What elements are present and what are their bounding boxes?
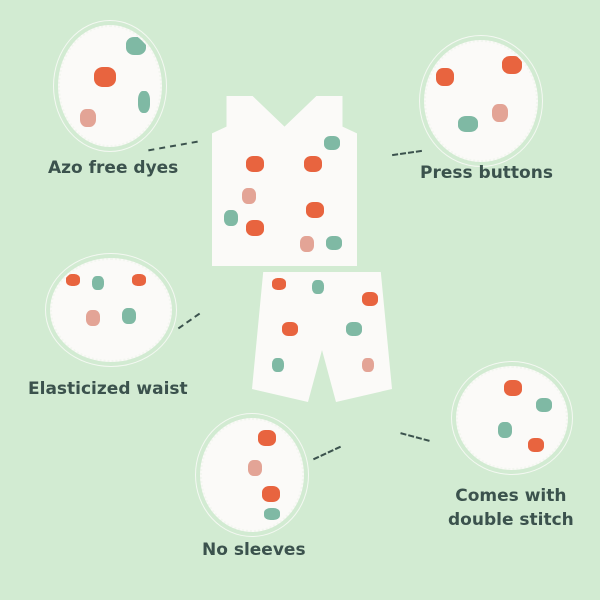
bear-motif <box>138 91 150 113</box>
hedgehog-motif <box>536 398 552 412</box>
fox-motif <box>272 278 286 290</box>
hedgehog-motif <box>326 236 342 250</box>
fox-motif <box>66 274 80 286</box>
hedgehog-motif <box>264 508 280 520</box>
bear-motif <box>272 358 284 372</box>
vest-product-image <box>212 96 357 266</box>
bear-motif <box>92 276 104 290</box>
owl-motif <box>242 188 256 204</box>
fox-motif <box>282 322 298 336</box>
fox-motif <box>362 292 378 306</box>
feature-label-stitch: Comes with double stitch <box>448 486 574 530</box>
fox-motif <box>94 67 116 87</box>
bear-motif <box>224 210 238 226</box>
fox-motif <box>304 156 322 172</box>
bear-motif <box>312 280 324 294</box>
shorts-product-image <box>252 272 392 402</box>
detail-circle-azo-dyes <box>58 25 162 147</box>
detail-circle-sleeves <box>200 418 304 532</box>
hedgehog-motif <box>324 136 340 150</box>
fox-motif <box>132 274 146 286</box>
detail-circle-waist <box>50 258 172 362</box>
arrow-press <box>392 149 422 157</box>
fox-motif <box>502 56 522 74</box>
feature-label-azo: Azo free dyes <box>48 158 179 178</box>
owl-motif <box>86 310 100 326</box>
feature-label-sleeves: No sleeves <box>202 540 306 560</box>
feature-label-waist: Elasticized waist <box>28 379 188 399</box>
fox-motif <box>246 220 264 236</box>
fox-motif <box>306 202 324 218</box>
detail-circle-double-stitch <box>456 366 568 470</box>
bear-motif <box>498 422 512 438</box>
arrow-azo <box>148 140 198 152</box>
feature-label-press: Press buttons <box>420 163 553 183</box>
arrow-stitch <box>400 432 430 442</box>
hedgehog-motif <box>458 116 478 132</box>
arrow-sleeves <box>312 445 342 461</box>
fox-motif <box>262 486 280 502</box>
arrow-waist <box>177 312 201 330</box>
owl-motif <box>248 460 262 476</box>
owl-motif <box>492 104 508 122</box>
bear-motif <box>122 308 136 324</box>
fox-motif <box>246 156 264 172</box>
hedgehog-motif <box>346 322 362 336</box>
fox-motif <box>528 438 544 452</box>
hedgehog-motif <box>126 37 146 55</box>
owl-motif <box>362 358 374 372</box>
owl-motif <box>300 236 314 252</box>
fox-motif <box>436 68 454 86</box>
owl-motif <box>80 109 96 127</box>
detail-circle-press-buttons <box>424 40 538 162</box>
fox-motif <box>258 430 276 446</box>
fox-motif <box>504 380 522 396</box>
